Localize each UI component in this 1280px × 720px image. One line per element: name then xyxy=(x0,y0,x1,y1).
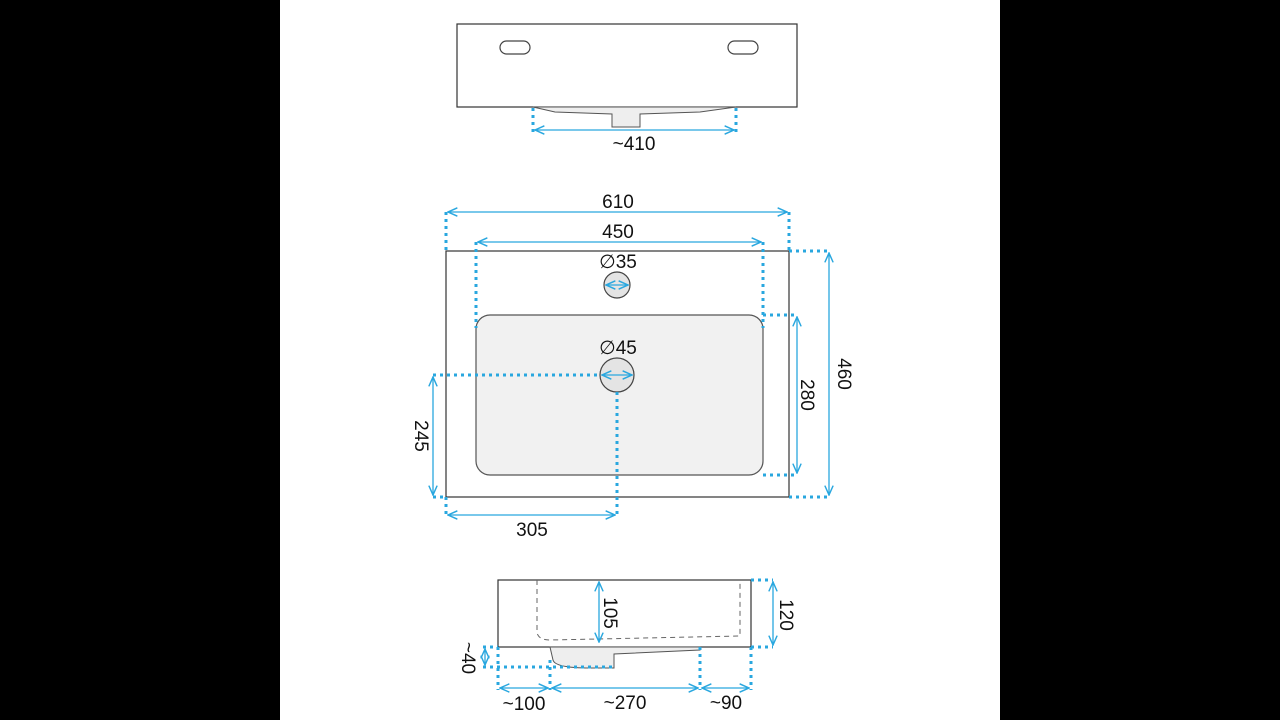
side-basin-depth-label: 105 xyxy=(599,597,620,629)
overflow-slot-right xyxy=(727,40,759,55)
side-drain-width-label: ~270 xyxy=(604,693,647,714)
basin-width-label: 450 xyxy=(602,222,634,243)
side-drain-drop-label: ~40 xyxy=(457,642,478,674)
overflow-slot-left xyxy=(499,40,531,55)
side-view-outline xyxy=(497,579,752,648)
plan-view: ∅35 ∅45 610 450 460 280 xyxy=(410,192,854,541)
overall-width-label: 610 xyxy=(602,192,634,213)
top-drain-width-label: ~410 xyxy=(613,134,656,155)
drain-profile xyxy=(532,106,737,128)
basin-bowl xyxy=(475,314,764,476)
top-view-outline xyxy=(456,23,798,108)
side-view: 105 120 ~40 ~100 ~270 ~90 xyxy=(457,578,796,715)
side-left-offset-label: ~100 xyxy=(503,694,546,715)
overall-depth-label: 460 xyxy=(833,358,854,390)
tap-hole-label: ∅35 xyxy=(599,252,637,273)
drain-from-left-label: 305 xyxy=(516,520,548,541)
side-drain-profile xyxy=(549,646,701,669)
side-total-height-label: 120 xyxy=(775,599,796,631)
drain-hole-label: ∅45 xyxy=(599,338,637,359)
side-right-offset-label: ~90 xyxy=(710,693,742,714)
basin-depth-label: 280 xyxy=(796,379,817,411)
top-view: ~410 xyxy=(456,23,798,155)
drain-from-front-label: 245 xyxy=(410,420,431,452)
